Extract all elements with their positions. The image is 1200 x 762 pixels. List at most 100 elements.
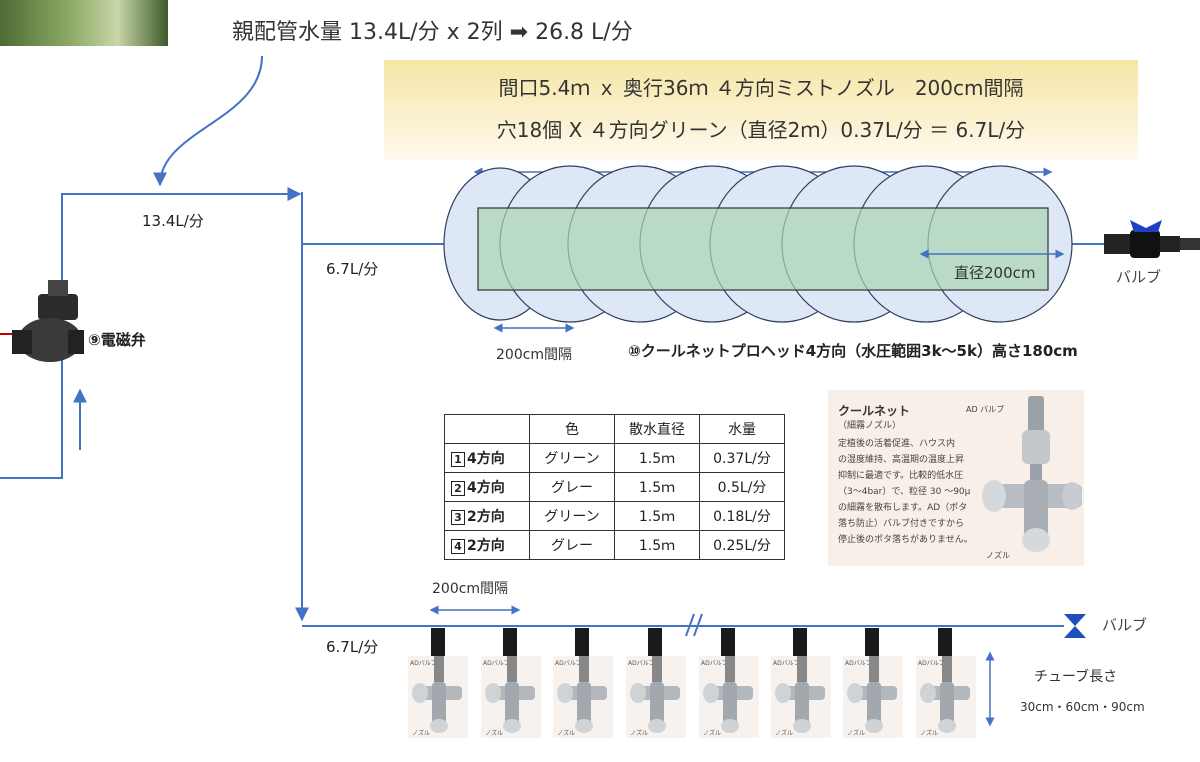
thumb-valve-label: ADバルブ bbox=[701, 660, 728, 667]
product-photo-card: クールネット （細霧ノズル） 定植後の活着促進、ハウス内 の湿度維持、高温期の温… bbox=[828, 390, 1084, 566]
row-diameter: 1.5ｍ bbox=[614, 501, 700, 531]
nozzle-stems bbox=[431, 628, 952, 656]
coverage-area bbox=[477, 207, 1049, 291]
card-text-line: 定植後の活着促進、ハウス内 bbox=[838, 439, 956, 449]
nozzle-stem bbox=[431, 628, 445, 656]
diameter-label: 直径200cm bbox=[954, 264, 1036, 282]
thumb-valve-label: ADバルブ bbox=[845, 660, 872, 667]
banner-line-1: 間口5.4ｍ ｘ 奥行36ｍ ４方向ミストノズル 200cm間隔 bbox=[498, 76, 1024, 100]
pipe-break-mark bbox=[693, 613, 703, 637]
thumb-valve-label: ADバルブ bbox=[773, 660, 800, 667]
card-text-line: 停止後のポタ落ちがありません。 bbox=[838, 535, 973, 545]
thumb-nozzle-label: ノズル bbox=[412, 730, 431, 737]
table-header-cell: 散水直径 bbox=[614, 414, 700, 444]
row-diameter: 1.5ｍ bbox=[614, 443, 700, 473]
row-type: 2方向 bbox=[467, 509, 505, 525]
banner-line-2: 穴18個 X ４方向グリーン（直径2ｍ）0.37L/分 ＝ 6.7L/分 bbox=[496, 118, 1026, 142]
row-number: 1 bbox=[451, 451, 465, 467]
row-color: グリーン bbox=[529, 501, 615, 531]
thumb-valve-label: ADバルブ bbox=[628, 660, 655, 667]
header-flow-text: 親配管水量 13.4L/分 x 2列 ➡ 26.8 L/分 bbox=[232, 20, 633, 45]
card-text-line: の細霧を散布します。AD（ポタ bbox=[838, 503, 968, 513]
row-color: グレー bbox=[529, 472, 615, 502]
table-header-cell: 色 bbox=[529, 414, 615, 444]
nozzle-stem bbox=[938, 628, 952, 656]
nozzle-stem bbox=[721, 628, 735, 656]
row-type: 4方向 bbox=[467, 451, 505, 467]
solenoid-label: ⑨電磁弁 bbox=[88, 331, 146, 349]
bottom-branch-flow-label: 6.7L/分 bbox=[326, 638, 379, 656]
nozzle-thumb: ADバルブ ノズル bbox=[916, 656, 976, 738]
nozzle-stem bbox=[793, 628, 807, 656]
table-header-row: 色 散水直径 水量 bbox=[444, 414, 785, 444]
thumb-nozzle-label: ノズル bbox=[485, 730, 504, 737]
spacing-bottom-label: 200cm間隔 bbox=[432, 581, 509, 597]
nozzle-stem bbox=[865, 628, 879, 656]
greenhouse-photo bbox=[0, 0, 168, 46]
nozzle-stem bbox=[503, 628, 517, 656]
thumb-valve-label: ADバルブ bbox=[410, 660, 437, 667]
nozzle-illustration bbox=[982, 396, 1082, 552]
row-flow: 0.25L/分 bbox=[699, 530, 785, 560]
thumb-nozzle-label: ノズル bbox=[847, 730, 866, 737]
card-valve-label: AD バルブ bbox=[966, 405, 1005, 414]
row-color: グレー bbox=[529, 530, 615, 560]
row-color: グリーン bbox=[529, 443, 615, 473]
row-type: 2方向 bbox=[467, 538, 505, 554]
thumb-valve-label: ADバルブ bbox=[918, 660, 945, 667]
thumb-valve-label: ADバルブ bbox=[555, 660, 582, 667]
nozzle-thumb: ADバルブ ノズル bbox=[699, 656, 759, 738]
nozzle-thumb: ADバルブ ノズル bbox=[408, 656, 468, 738]
card-nozzle-label: ノズル bbox=[986, 551, 1010, 560]
nozzle-thumb: ADバルブ ノズル bbox=[481, 656, 541, 738]
thumb-nozzle-label: ノズル bbox=[703, 730, 722, 737]
card-text-line: の湿度維持、高温期の温度上昇 bbox=[838, 455, 965, 465]
table-header-cell: 水量 bbox=[699, 414, 785, 444]
thumb-nozzle-label: ノズル bbox=[630, 730, 649, 737]
spacing-top-label: 200cm間隔 bbox=[496, 347, 573, 363]
nozzle-thumb: ADバルブ ノズル bbox=[626, 656, 686, 738]
card-text-line: （3～4bar）で、粒径 30 ～90μ bbox=[838, 487, 971, 497]
card-text-line: 抑制に最適です。比較的低水圧 bbox=[838, 471, 964, 481]
main-flow-label: 13.4L/分 bbox=[142, 212, 204, 230]
card-text-line: 落ち防止）バルブ付きですから bbox=[838, 519, 965, 529]
ball-valve-top bbox=[1104, 220, 1200, 258]
product-label: ⑩クールネットプロヘッド4方向（水圧範囲3k～5k）高さ180cm bbox=[628, 342, 1078, 360]
row-flow: 0.5L/分 bbox=[699, 472, 785, 502]
card-title: クールネット bbox=[838, 404, 911, 418]
tube-length-label: チューブ長さ bbox=[1034, 669, 1118, 685]
valve-top-label: バルブ bbox=[1116, 268, 1162, 286]
thumb-nozzle-label: ノズル bbox=[920, 730, 939, 737]
nozzle-stem bbox=[648, 628, 662, 656]
pipe-break-mark bbox=[685, 613, 695, 637]
row-number: 2 bbox=[451, 480, 465, 496]
row-number: 3 bbox=[451, 509, 465, 525]
nozzle-thumb: ADバルブ ノズル bbox=[843, 656, 903, 738]
thumb-nozzle-label: ノズル bbox=[775, 730, 794, 737]
gate-valve-bottom bbox=[1064, 614, 1086, 638]
row-type: 4方向 bbox=[467, 480, 505, 496]
nozzle-stem bbox=[575, 628, 589, 656]
row-number: 4 bbox=[451, 538, 465, 554]
top-branch-flow-label: 6.7L/分 bbox=[326, 260, 379, 278]
spec-banner: 間口5.4ｍ ｘ 奥行36ｍ ４方向ミストノズル 200cm間隔 穴18個 X … bbox=[384, 60, 1138, 160]
row-flow: 0.37L/分 bbox=[699, 443, 785, 473]
nozzle-thumb: ADバルブ ノズル bbox=[771, 656, 831, 738]
card-subtitle: （細霧ノズル） bbox=[838, 421, 902, 431]
thumb-nozzle-label: ノズル bbox=[557, 730, 576, 737]
table-header-cell bbox=[444, 414, 530, 444]
header-callout-arrow bbox=[153, 55, 263, 187]
solenoid-valve bbox=[12, 280, 84, 362]
row-flow: 0.18L/分 bbox=[699, 501, 785, 531]
row-diameter: 1.5ｍ bbox=[614, 530, 700, 560]
row-diameter: 1.5ｍ bbox=[614, 472, 700, 502]
tube-length-values: 30cm・60cm・90cm bbox=[1020, 700, 1145, 714]
nozzle-thumb: ADバルブ ノズル bbox=[553, 656, 613, 738]
valve-bottom-label: バルブ bbox=[1102, 616, 1148, 634]
